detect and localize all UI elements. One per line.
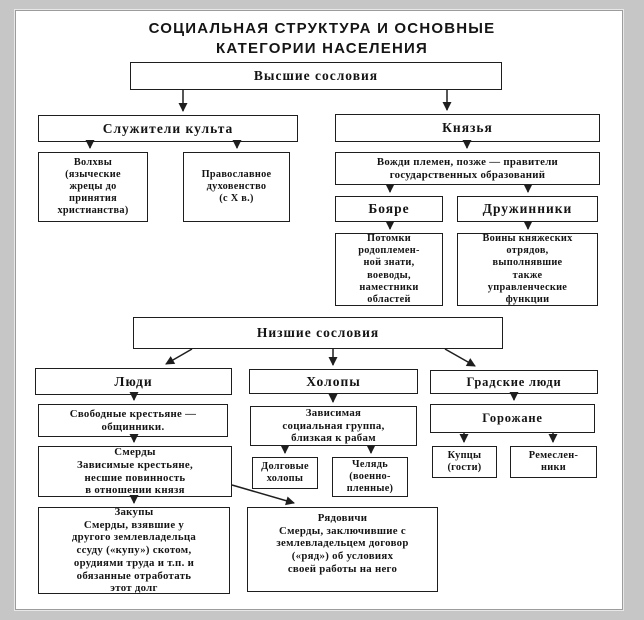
title-line-1: СОЦИАЛЬНАЯ СТРУКТУРА И ОСНОВНЫЕ [148,20,496,37]
box-voiny-otryadov: Воины княжеских отрядов, выполнявшие так… [457,233,598,306]
box-nizshie-sosloviya: Низшие сословия [133,317,503,349]
box-zavisimaya-gruppa: Зависимая социальная группа, близкая к р… [250,406,417,446]
title-line-2: КАТЕГОРИИ НАСЕЛЕНИЯ [216,40,428,58]
box-gradskie-lyudi: Градские люди [430,370,598,394]
box-kholopy: Холопы [249,369,418,394]
box-vysshie-sosloviya: Высшие сословия [130,62,502,90]
box-dolgovye-kholopy: Долговые холопы [252,457,318,489]
box-vozhdi-plemen: Вожди племен, позже — правители государс… [335,152,600,185]
box-potomki-znati: Потомки родоплемен- ной знати, воеводы, … [335,233,443,306]
box-druzhinniki: Дружинники [457,196,598,222]
box-kuptsy: Купцы (гости) [432,446,497,478]
box-svobodnye-krestyane: Свободные крестьяне — общинники. [38,404,228,437]
box-lyudi: Люди [35,368,232,395]
box-knyazya: Князья [335,114,600,142]
box-ryadovichi: Рядовичи Смерды, заключившие с землевлад… [247,507,438,592]
box-remeslenniki: Ремеслен- ники [510,446,597,478]
box-sluzhiteli-kulta: Служители культа [38,115,298,142]
box-smerdy: Смерды Зависимые крестьяне, несшие повин… [38,446,232,497]
box-boyare: Бояре [335,196,443,222]
box-pravoslavnoe-dukhovenstvo: Православное духовенство (с X в.) [183,152,290,222]
box-chelyad: Челядь (военно- пленные) [332,457,408,497]
box-volkhvy: Волхвы (языческие жрецы до принятия хрис… [38,152,148,222]
box-gorozhane: Горожане [430,404,595,433]
diagram-title: СОЦИАЛЬНАЯ СТРУКТУРА И ОСНОВНЫЕ КАТЕГОРИ… [40,19,604,60]
box-zakupy: Закупы Смерды, взявшие у другого землевл… [38,506,230,594]
